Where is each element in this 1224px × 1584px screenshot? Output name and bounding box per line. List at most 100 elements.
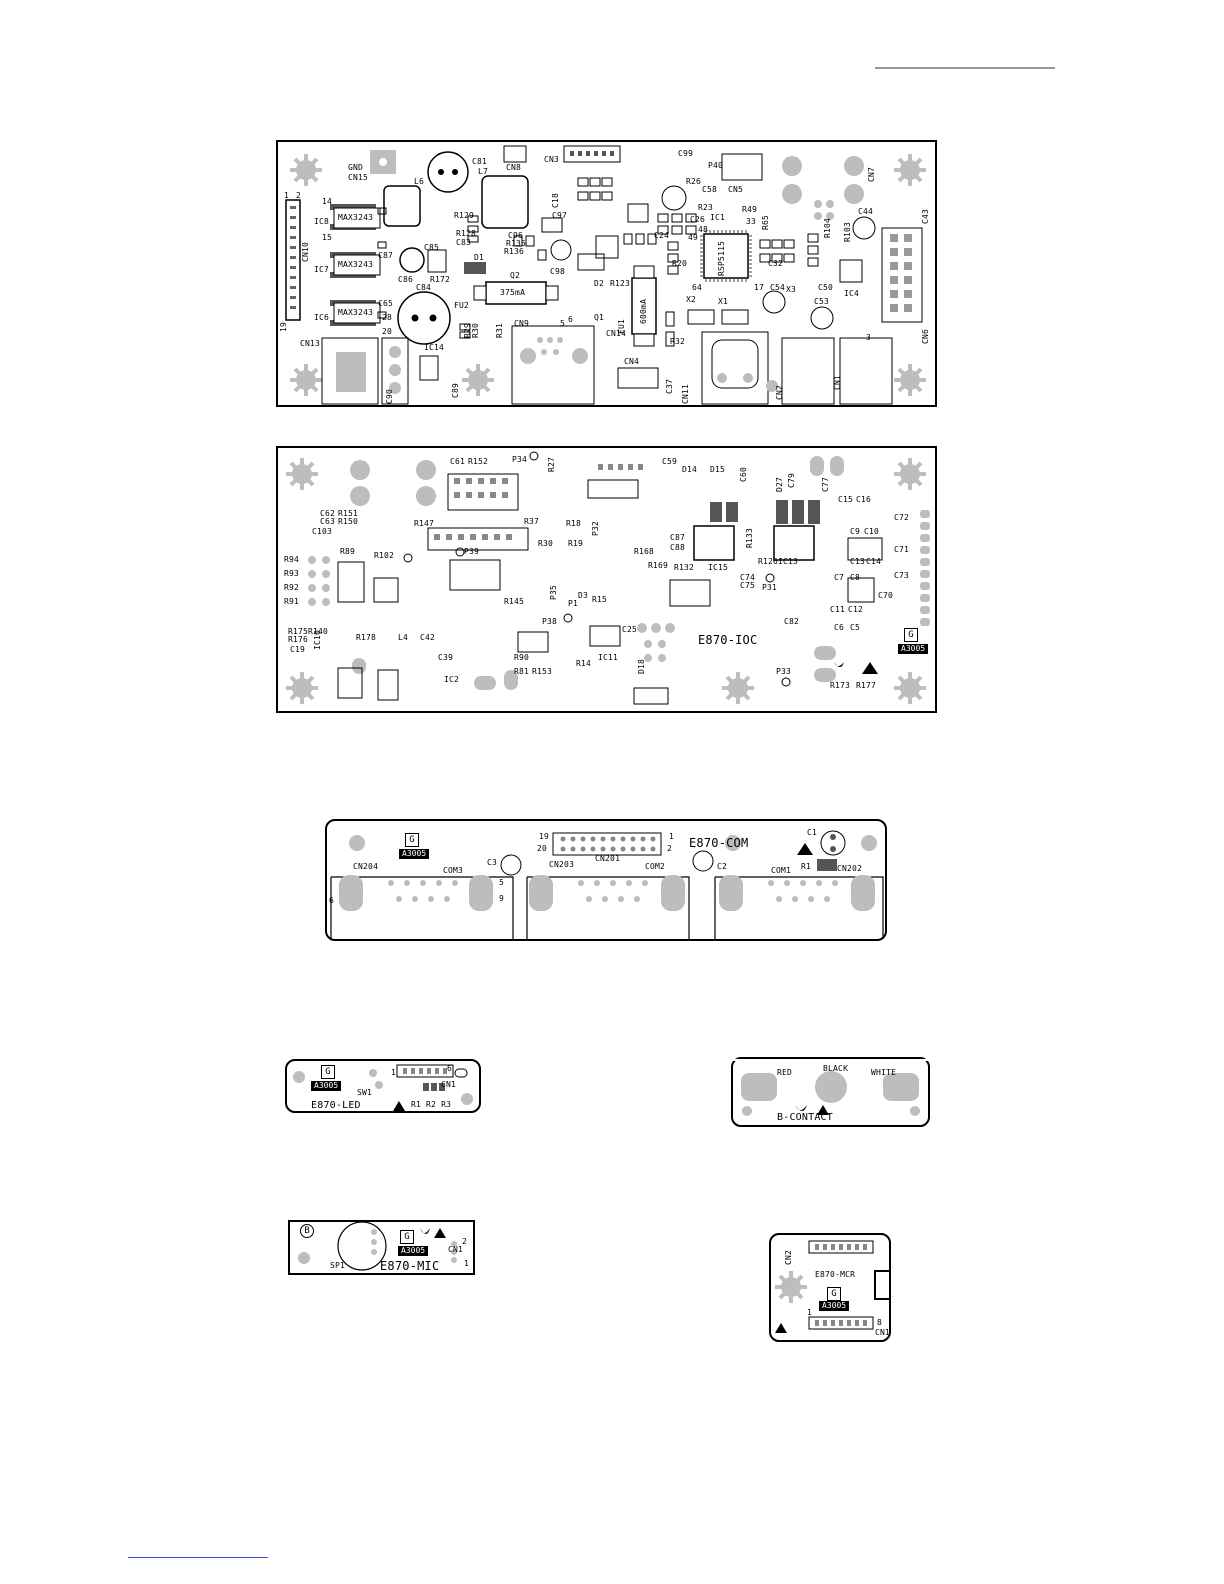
cn204-label: CN204: [353, 862, 379, 871]
mcr-grade-box: G: [827, 1287, 841, 1301]
q1-label: Q1: [594, 313, 605, 322]
mic-code-tag: A3005: [398, 1246, 429, 1256]
mic-cn1-label: CN1: [448, 1245, 464, 1254]
r1-label: R1: [801, 862, 812, 871]
r93-label: R93: [284, 569, 300, 578]
pin-5-label: 5: [560, 319, 566, 328]
r152-label: R152: [468, 457, 489, 466]
c15-label: C15: [838, 495, 854, 504]
c87-label: C87: [670, 533, 686, 542]
d1-label: D1: [474, 253, 485, 262]
ic4-label: IC4: [844, 289, 860, 298]
cn10-label: CN10: [301, 241, 310, 262]
mic-pin-2-label: 2: [462, 1237, 468, 1246]
c26-label: C26: [690, 215, 706, 224]
r104-label: R104: [823, 217, 832, 238]
c86-label: C86: [398, 275, 414, 284]
com-board-title: E870-COM: [689, 836, 749, 850]
r173-label: R173: [830, 681, 851, 690]
d3-label: D3: [578, 591, 589, 600]
r136-label: R136: [504, 247, 525, 256]
com-code-tag: A3005: [399, 849, 430, 859]
b-contact-board: B-CONTACT RED BLACK WHITE: [731, 1057, 930, 1127]
b-contact-title: B-CONTACT: [777, 1112, 833, 1123]
ic13-label: IC13: [778, 557, 799, 566]
cn7-label: CN7: [867, 166, 876, 182]
c24-label: C24: [654, 231, 670, 240]
c16-label: C16: [856, 495, 872, 504]
c42-label: C42: [420, 633, 436, 642]
r140-label: R140: [308, 627, 329, 636]
r14-label: R14: [576, 659, 592, 668]
pin-1-label: 1: [284, 191, 290, 200]
c7-label: C7: [834, 573, 845, 582]
c6-label: C6: [834, 623, 845, 632]
ic6-label: IC6: [314, 313, 330, 322]
mcr-pin-8-label: 8: [877, 1318, 883, 1327]
com3-label: COM3: [443, 866, 464, 875]
r37-label: R37: [524, 517, 540, 526]
r123-label: R123: [610, 279, 631, 288]
c62-label: C62: [320, 509, 336, 518]
c70-label: C70: [878, 591, 894, 600]
com-pin-2-label: 2: [667, 844, 673, 853]
p33-label: P33: [776, 667, 792, 676]
led-pin-1-label: 1: [391, 1068, 397, 1077]
cn13-label: CN13: [300, 339, 321, 348]
c50-label: C50: [818, 283, 834, 292]
cn4-label: CN4: [624, 357, 640, 366]
c87-label: C87: [378, 251, 394, 260]
x1-label: X1: [718, 297, 729, 306]
main-board: GND CN15 CN8 CN3 C99 P40 CN5 CN7 C81 L6 …: [276, 140, 937, 407]
pin-20-label: 20: [382, 327, 393, 336]
b-contact-artwork: [733, 1059, 928, 1116]
com-board-artwork: [330, 830, 884, 939]
com-pin-20-label: 20: [537, 844, 548, 853]
ic7-label: IC7: [314, 265, 330, 274]
c97-label: C97: [552, 211, 568, 220]
pin-33-label: 33: [746, 217, 757, 226]
c73-label: C73: [894, 571, 910, 580]
c1-label: C1: [807, 828, 818, 837]
c88-label: C88: [670, 543, 686, 552]
pin-17-label: 17: [754, 283, 765, 292]
pin-14-label: 14: [322, 197, 333, 206]
r49-label: R49: [742, 205, 758, 214]
c60-label: C60: [739, 466, 748, 482]
ic1-label: IC1: [710, 213, 726, 222]
r168-label: R168: [634, 547, 655, 556]
com-grade-box: G: [405, 833, 419, 847]
c25-label: C25: [622, 625, 638, 634]
fu1-label: FU1: [617, 318, 626, 334]
pin-48-label: 48: [698, 225, 709, 234]
max3243-label-3: MAX3243: [338, 308, 374, 317]
cn201-label: CN201: [595, 854, 621, 863]
r177-label: R177: [856, 681, 877, 690]
c18-label: C18: [551, 192, 560, 208]
r20-label: R20: [672, 259, 688, 268]
d15-label: D15: [710, 465, 726, 474]
r178-label: R178: [356, 633, 377, 642]
com2-label: COM2: [645, 862, 666, 871]
pin-3-label: 3: [866, 333, 872, 342]
x3-label: X3: [786, 285, 797, 294]
led-grade-box: G: [321, 1065, 335, 1079]
cn11-label: CN11: [681, 383, 690, 404]
black-label: BLACK: [823, 1064, 849, 1073]
cn1-label: CN1: [833, 374, 842, 390]
c32-label: C32: [768, 259, 784, 268]
c71-label: C71: [894, 545, 910, 554]
cn6-label: CN6: [921, 328, 930, 344]
p39-label: P39: [464, 547, 480, 556]
c81-label: C81: [472, 157, 488, 166]
fu2-label: FU2: [454, 301, 470, 310]
cn8-label: CN8: [506, 163, 522, 172]
led-code-tag: A3005: [311, 1081, 342, 1091]
r145-label: R145: [504, 597, 525, 606]
mcr-pin-1-label: 1: [807, 1308, 813, 1317]
main-board-artwork: [285, 145, 926, 405]
pin-64-label: 64: [692, 283, 703, 292]
com-pin-19-label: 19: [539, 832, 550, 841]
c9-label: C9: [850, 527, 861, 536]
q2-label: Q2: [510, 271, 521, 280]
